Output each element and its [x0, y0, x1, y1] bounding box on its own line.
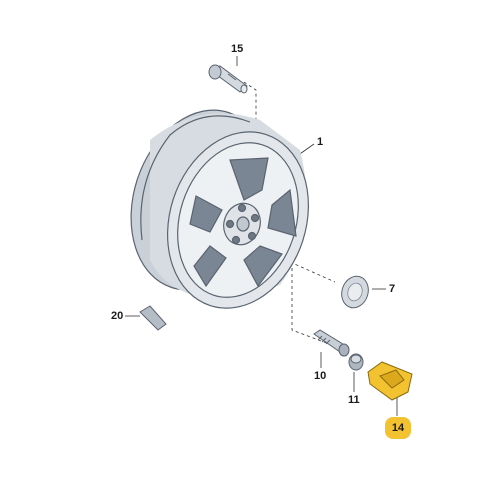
callout-14: 14 — [385, 417, 411, 439]
locking-nut — [348, 353, 364, 371]
callout-10: 10 — [314, 370, 327, 382]
callout-20: 20 — [111, 310, 124, 322]
callout-15: 15 — [231, 43, 244, 55]
callout-1: 1 — [317, 136, 324, 148]
callout-11: 11 — [348, 394, 360, 406]
locking-bolt-adapter — [367, 361, 413, 401]
leader-lines — [125, 56, 398, 416]
callout-7: 7 — [389, 283, 396, 295]
center-cap — [341, 275, 369, 309]
valve-stem — [208, 64, 248, 94]
alloy-wheel — [130, 109, 309, 309]
balance-weight — [139, 305, 167, 331]
wheel-bolt — [313, 329, 350, 357]
